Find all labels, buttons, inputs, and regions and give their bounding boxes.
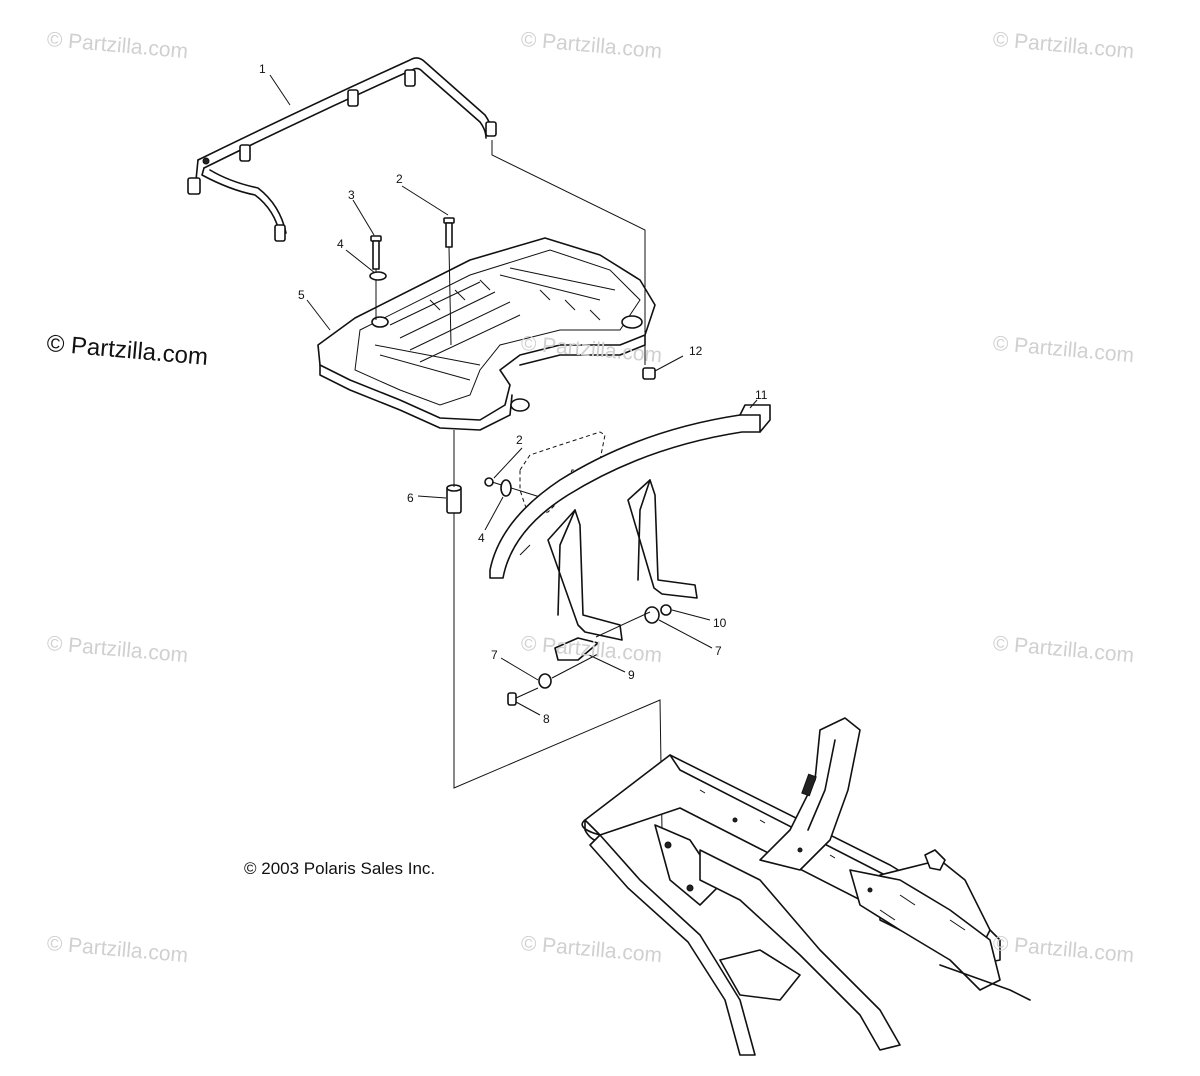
callout-2-lower: 2 — [516, 433, 523, 447]
part-2-screw-lower — [484, 477, 541, 498]
part-9-plate — [554, 637, 599, 661]
callout-4: 4 — [337, 237, 344, 251]
callout-leaders — [269, 74, 758, 716]
copyright-text: © 2003 Polaris Sales Inc. — [244, 859, 436, 878]
part-10-washer — [660, 604, 672, 616]
part-11-bumper — [489, 404, 771, 641]
callout-9: 9 — [628, 668, 635, 682]
part-7-washer-left — [538, 673, 552, 689]
part-7-washer-right — [644, 606, 660, 624]
callout-7-left: 7 — [491, 648, 498, 662]
part-1-rack-rail — [187, 57, 497, 242]
part-12-nut — [642, 367, 656, 380]
callout-10: 10 — [713, 616, 727, 630]
part-6-spacer — [446, 484, 462, 514]
callout-1: 1 — [259, 62, 266, 76]
part-3-bolt — [370, 235, 382, 320]
part-5-rack-platform — [317, 237, 656, 431]
callout-6: 6 — [407, 491, 414, 505]
callout-8: 8 — [543, 712, 550, 726]
callout-4-lower: 4 — [478, 531, 485, 545]
part-4-washer-lower — [500, 479, 512, 497]
part-8-bolt — [507, 653, 599, 706]
part-2-bolt-upper — [443, 217, 455, 346]
callout-11: 11 — [755, 388, 768, 402]
callout-7-right: 7 — [715, 644, 722, 658]
callout-3: 3 — [348, 188, 355, 202]
callout-12: 12 — [689, 344, 703, 358]
callout-2: 2 — [396, 172, 403, 186]
callout-5: 5 — [298, 288, 305, 302]
part-4-washer — [369, 271, 387, 281]
vehicle-frame — [581, 717, 1031, 1056]
